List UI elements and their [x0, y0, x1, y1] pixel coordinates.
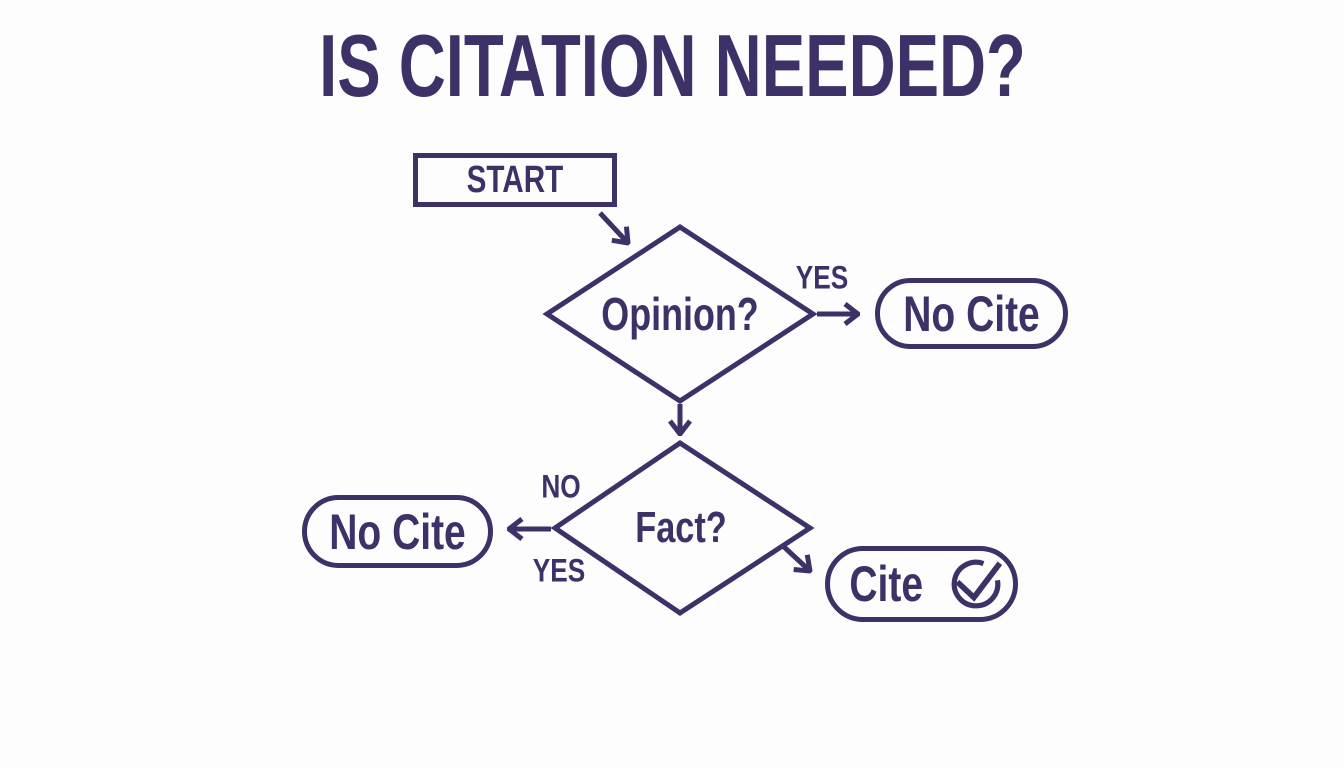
edge-label-yes-fact: YES: [532, 552, 586, 589]
no-cite-terminal-right: No Cite: [875, 278, 1068, 349]
fact-decision-node: Fact?: [622, 503, 739, 553]
edge-label-yes-opinion: YES: [795, 259, 849, 296]
no-cite-left-label: No Cite: [329, 503, 466, 560]
cite-node-label: Cite: [849, 556, 924, 612]
no-cite-right-label: No Cite: [903, 285, 1040, 342]
flowchart-title: IS CITATION NEEDED?: [318, 16, 1026, 115]
arrow-fact-to-cite: [781, 544, 810, 571]
cite-terminal: Cite: [825, 546, 1018, 622]
check-circle-icon: [951, 559, 1002, 609]
edge-label-no-fact: NO: [541, 468, 581, 505]
fact-node-label: Fact?: [635, 503, 727, 552]
opinion-diamond-shape: [542, 224, 818, 404]
no-cite-terminal-left: No Cite: [302, 495, 493, 568]
start-node-label: START: [466, 158, 564, 201]
opinion-node-label: Opinion?: [601, 288, 759, 340]
arrow-start-to-opinion: [598, 211, 628, 243]
start-node: START: [413, 153, 617, 207]
fact-diamond-shape: [550, 439, 815, 617]
opinion-decision-node: Opinion?: [579, 287, 781, 341]
